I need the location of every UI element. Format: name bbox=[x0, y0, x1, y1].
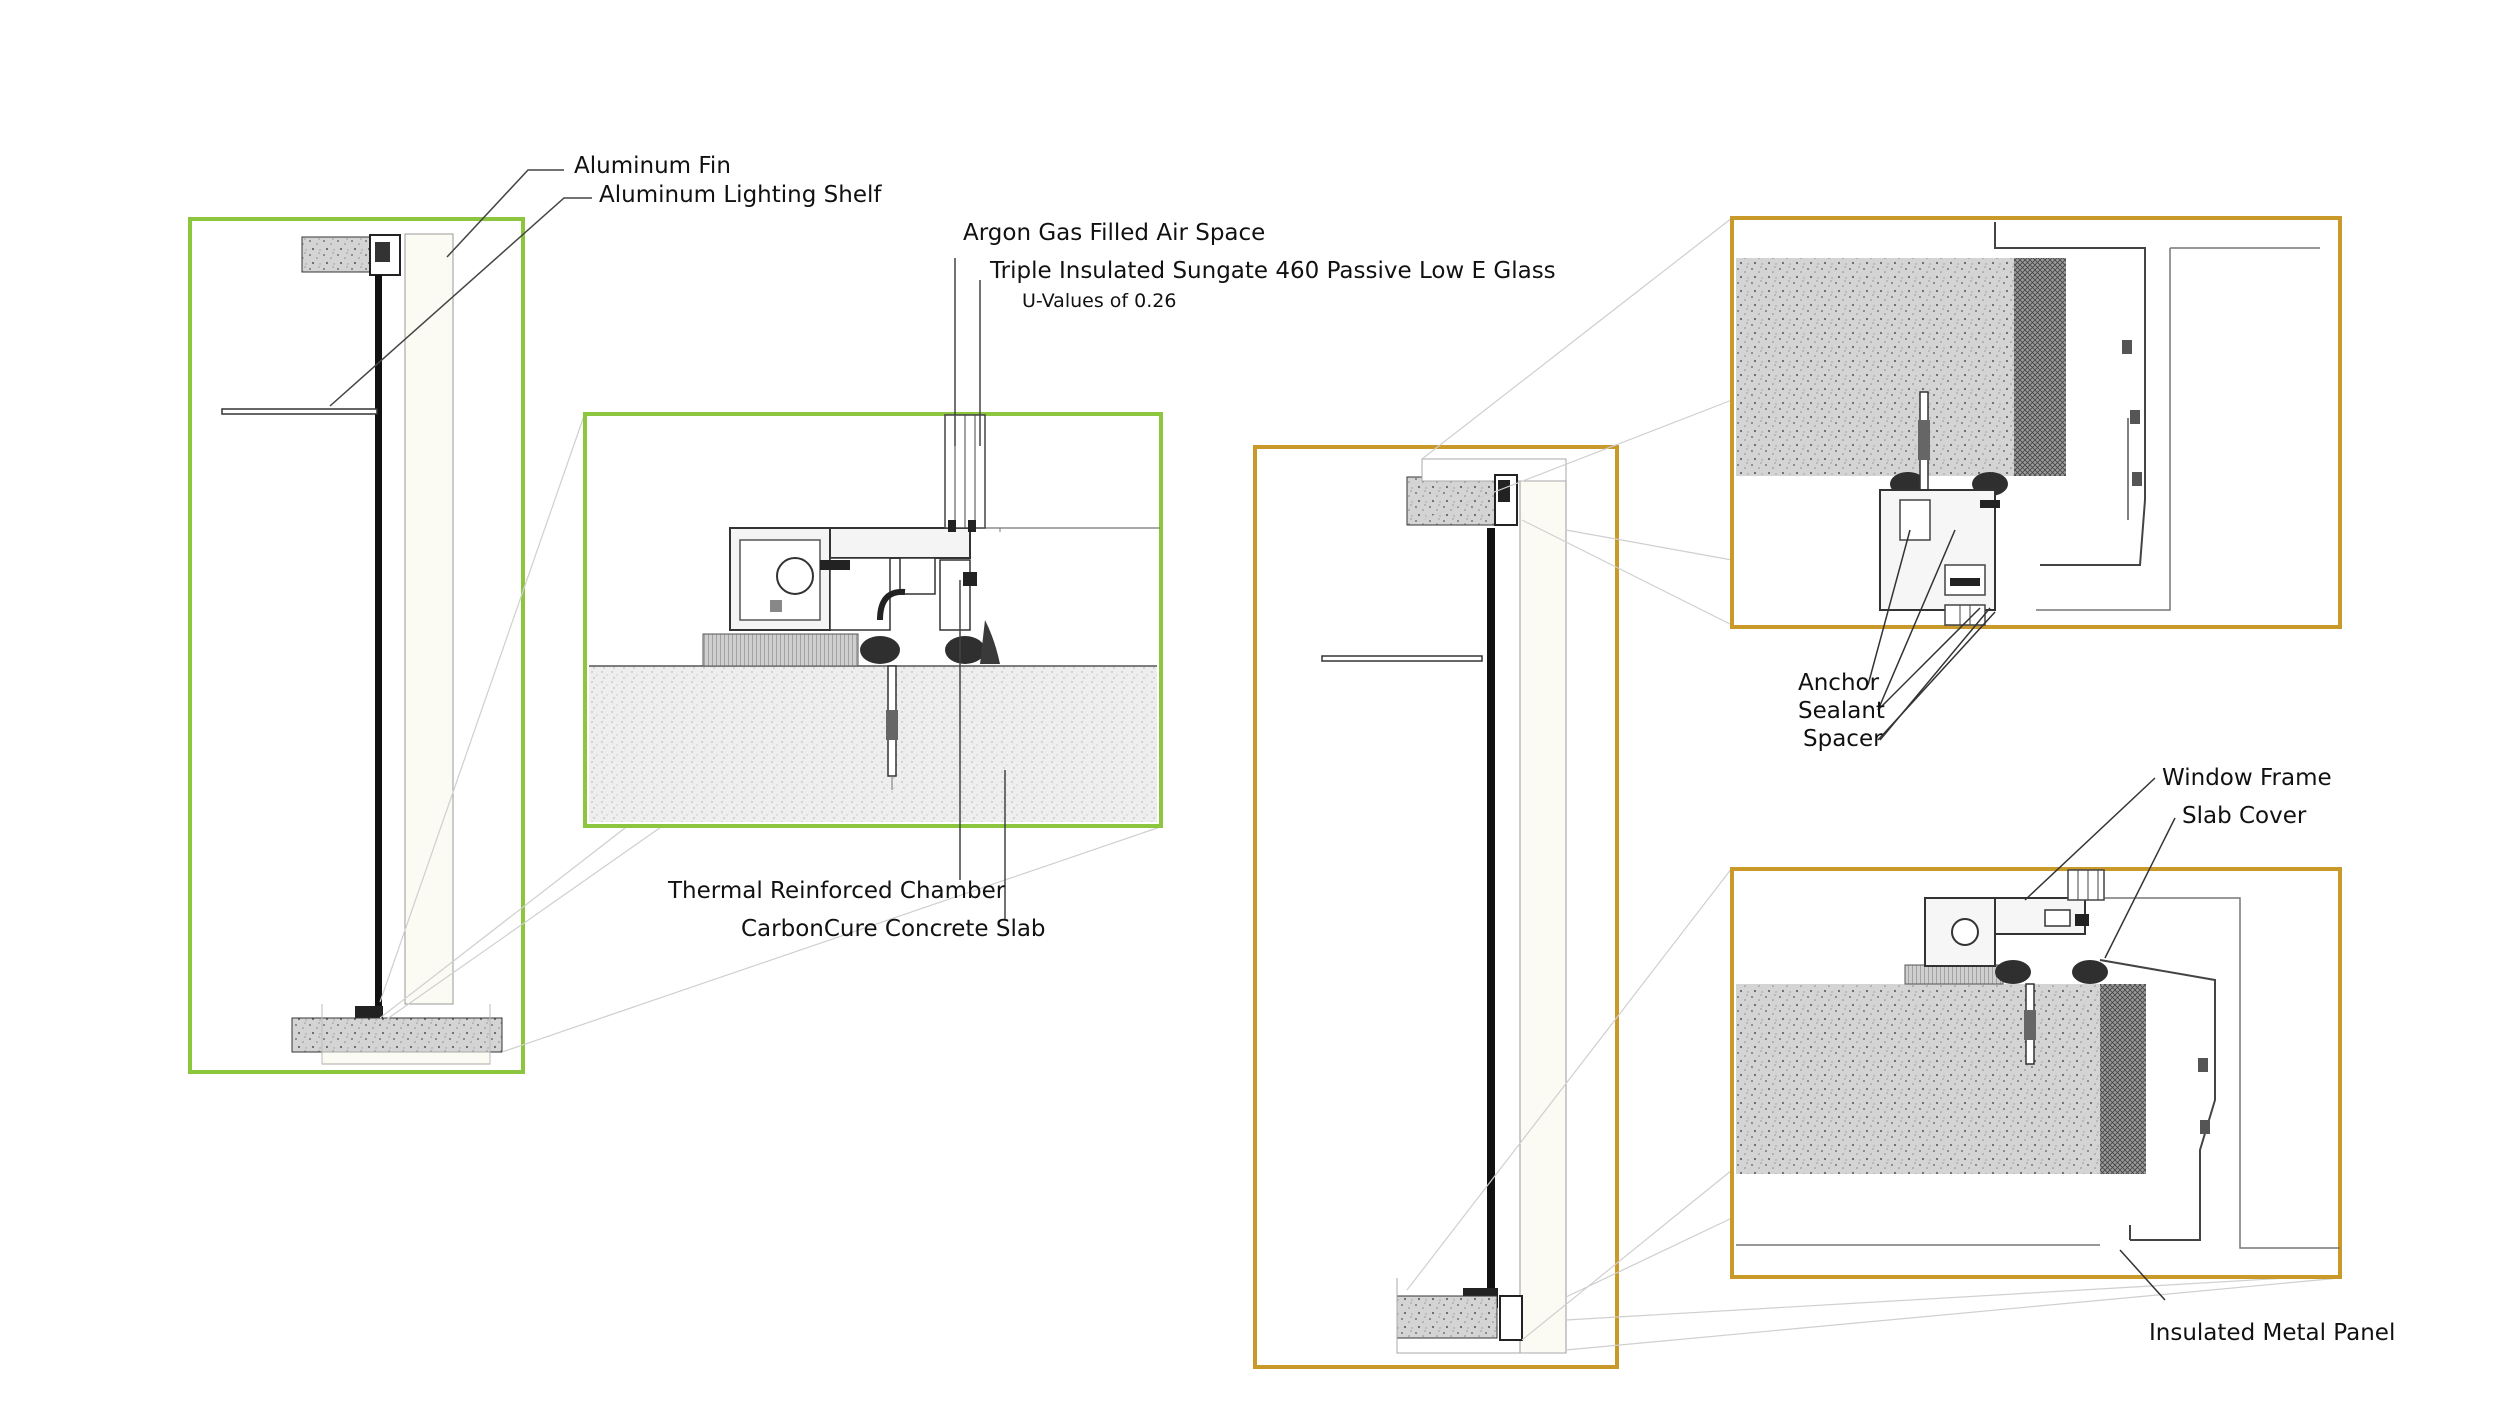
label-aluminum-lighting-shelf: Aluminum Lighting Shelf bbox=[599, 182, 882, 208]
left-section-panel bbox=[188, 217, 525, 1074]
label-slab-cover: Slab Cover bbox=[2182, 803, 2307, 829]
label-anchor: Anchor bbox=[1798, 670, 1880, 696]
sill-detail-panel bbox=[583, 412, 1163, 828]
zoom-guides-right bbox=[1406, 217, 2341, 1351]
head-detail-panel bbox=[1730, 216, 2342, 629]
label-carboncure-slab: CarbonCure Concrete Slab bbox=[741, 916, 1046, 942]
label-thermal-chamber: Thermal Reinforced Chamber bbox=[668, 878, 1006, 904]
label-triple-glass: Triple Insulated Sungate 460 Passive Low… bbox=[990, 258, 1556, 284]
label-sealant: Sealant bbox=[1798, 698, 1885, 724]
right-top-leaders bbox=[1867, 529, 1996, 741]
center-section-panel bbox=[1253, 445, 1619, 1369]
label-spacer: Spacer bbox=[1803, 726, 1883, 752]
label-argon-gas: Argon Gas Filled Air Space bbox=[963, 220, 1266, 246]
sill-slab-detail-panel bbox=[1730, 867, 2342, 1279]
label-aluminum-fin: Aluminum Fin bbox=[574, 153, 731, 179]
middle-leaders bbox=[954, 258, 1006, 920]
left-leaders bbox=[329, 169, 592, 407]
label-u-values: U-Values of 0.26 bbox=[1022, 290, 1177, 312]
label-insulated-metal-panel: Insulated Metal Panel bbox=[2149, 1320, 2396, 1346]
right-bottom-leaders bbox=[2024, 777, 2176, 1301]
label-window-frame: Window Frame bbox=[2162, 765, 2332, 791]
